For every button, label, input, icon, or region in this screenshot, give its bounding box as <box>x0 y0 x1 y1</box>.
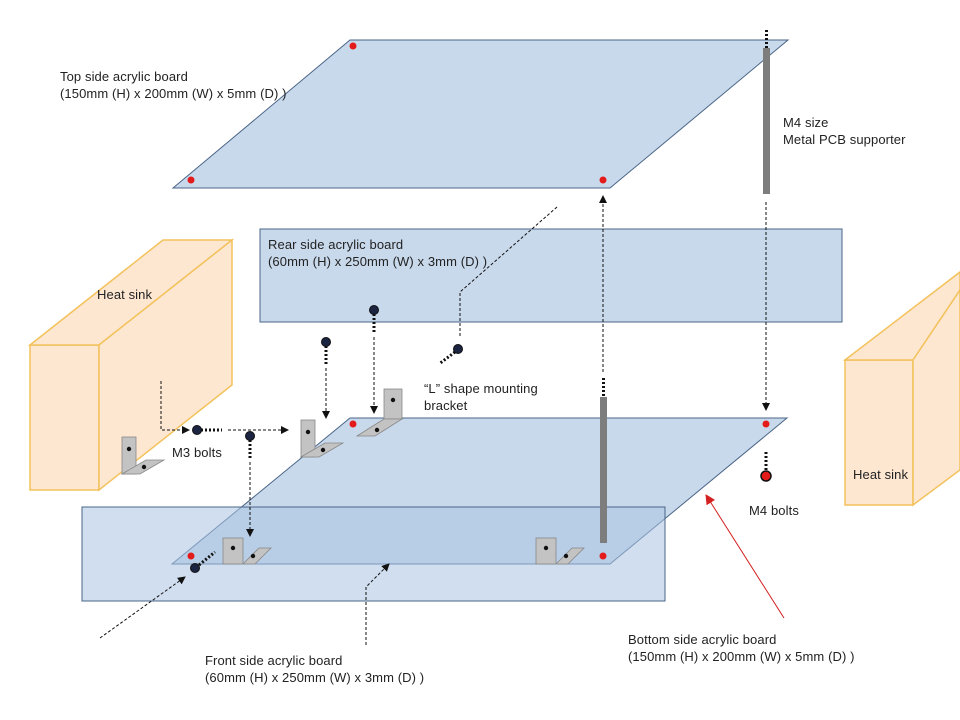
m3-bolt <box>369 305 379 333</box>
heat-sink-left-label: Heat sink <box>97 287 153 302</box>
top-board <box>171 39 790 189</box>
l-bracket <box>535 537 585 565</box>
heat-sink-right <box>842 271 960 507</box>
l-bracket <box>222 537 272 565</box>
heat-sink-right-label: Heat sink <box>853 467 909 482</box>
top-board-name: Top side acrylic board <box>60 69 188 84</box>
bottom-board-hole <box>599 552 607 560</box>
assembly-arrows <box>99 195 770 645</box>
supporter-line1: M4 size <box>783 115 829 130</box>
top-board-dims: (150mm (H) x 200mm (W) x 5mm (D) ) <box>60 86 287 101</box>
supporter-label: M4 size Metal PCB supporter <box>783 114 906 148</box>
top-board-hole <box>599 176 607 184</box>
front-board-label: Front side acrylic board (60mm (H) x 250… <box>205 652 424 686</box>
bottom-board-hole <box>762 420 770 428</box>
top-board-hole <box>187 176 195 184</box>
l-bracket <box>355 388 404 437</box>
front-board-name: Front side acrylic board <box>205 653 343 668</box>
m3-bolt <box>245 431 255 458</box>
bottom-board-dims: (150mm (H) x 200mm (W) x 5mm (D) ) <box>628 649 855 664</box>
m3-bolt <box>192 425 222 435</box>
m3-bolt <box>321 337 331 364</box>
bottom-board-name: Bottom side acrylic board <box>628 632 777 647</box>
l-bracket <box>299 419 345 458</box>
bracket-line2: bracket <box>424 398 468 413</box>
m4-bolts-label: M4 bolts <box>749 503 799 518</box>
m3-bolts-label: M3 bolts <box>172 445 222 460</box>
m4-supporter-bottom <box>600 378 607 543</box>
bottom-board-hole <box>349 420 357 428</box>
top-board-hole <box>349 42 357 50</box>
bottom-board-hole <box>187 552 195 560</box>
rear-board-label: Rear side acrylic board (60mm (H) x 250m… <box>268 236 487 270</box>
m3-bolt <box>190 550 216 573</box>
m4-bolt <box>760 452 772 482</box>
bracket-line1: “L” shape mounting <box>424 381 538 396</box>
m3-bolt <box>438 344 463 366</box>
l-bracket <box>120 436 166 475</box>
m4-supporter-top <box>763 30 770 194</box>
top-board-label: Top side acrylic board (150mm (H) x 200m… <box>60 68 287 102</box>
front-board-dims: (60mm (H) x 250mm (W) x 3mm (D) ) <box>205 670 425 685</box>
heat-sink-left <box>27 238 235 492</box>
rear-board-dims: (60mm (H) x 250mm (W) x 3mm (D) ) <box>268 254 488 269</box>
bottom-board-label: Bottom side acrylic board (150mm (H) x 2… <box>628 631 855 665</box>
rear-board-name: Rear side acrylic board <box>268 237 404 252</box>
bottom-board-pointer <box>705 494 785 619</box>
rear-board <box>259 228 843 323</box>
supporter-line2: Metal PCB supporter <box>783 132 906 147</box>
bracket-label: “L” shape mounting bracket <box>424 380 538 414</box>
